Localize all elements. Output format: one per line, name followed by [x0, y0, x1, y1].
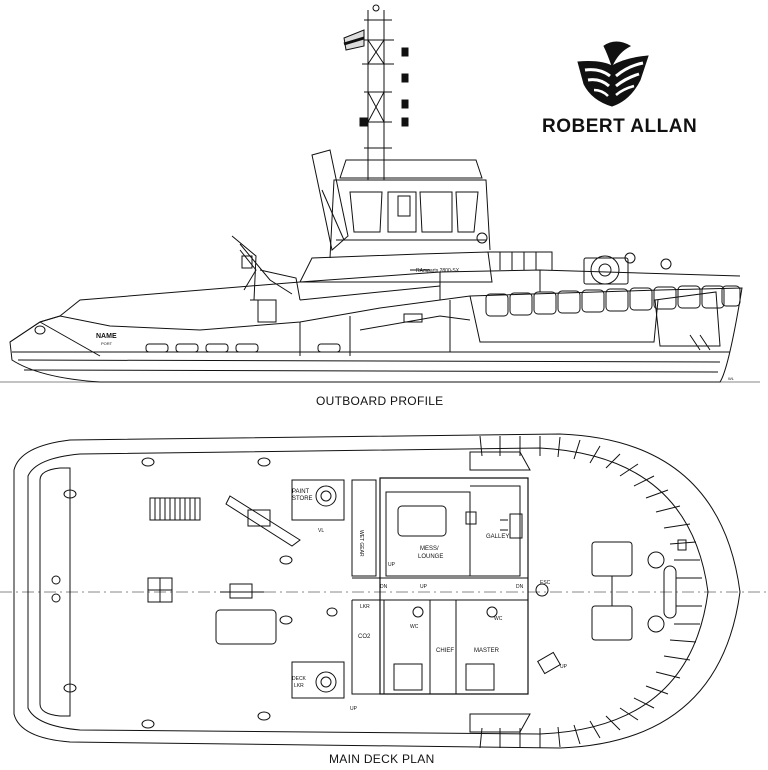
deckhouse-walls — [351, 479, 377, 577]
port-mark: PORT — [101, 341, 113, 346]
wheelhouse-windows — [349, 191, 479, 233]
hull-outline — [9, 287, 743, 383]
up-mark-4: UP — [350, 706, 358, 712]
room-co2: CO2 — [358, 634, 371, 640]
bollards — [63, 457, 549, 729]
side-fenders — [485, 285, 741, 317]
bow-winch-plan — [591, 541, 677, 641]
deckhouse — [299, 251, 493, 283]
tow-winch — [583, 252, 672, 285]
vessel-mark: RAmparts 2800-SX — [416, 268, 460, 274]
room-wc-right: WC — [494, 616, 503, 622]
up-mark-3: UP — [560, 664, 568, 670]
room-chief: CHIEF — [436, 648, 454, 654]
deck-crane-plan — [225, 495, 301, 547]
wl-mark: WL — [728, 376, 735, 381]
room-master: MASTER — [474, 648, 500, 654]
room-lkr: LKR — [360, 604, 370, 610]
room-galley: GALLEY — [486, 534, 509, 540]
hull-portholes — [145, 343, 341, 353]
mast — [359, 4, 409, 180]
up-mark-2: UP — [420, 584, 428, 590]
deck-outline — [13, 433, 741, 749]
main-deck-plan-caption: MAIN DECK PLAN — [329, 752, 435, 766]
room-wc-left: WC — [410, 624, 419, 630]
bow-fenders — [479, 435, 702, 749]
room-mess-lounge: MESS/ — [420, 546, 439, 552]
robert-allan-ship-logo-icon — [577, 41, 649, 107]
room-wet-gear: WET GEAR — [358, 530, 364, 557]
room-paint-store-2: STORE — [292, 496, 313, 502]
outboard-profile-caption: OUTBOARD PROFILE — [316, 394, 444, 408]
room-mess-lounge-2: LOUNGE — [418, 554, 443, 560]
name-mark: NAME — [96, 333, 117, 340]
up-mark-1: UP — [388, 562, 396, 568]
outboard-profile-view: NAME PORT RAmparts 2800-SX WL — [0, 4, 760, 383]
vl-mark: VL — [318, 528, 324, 534]
deck-crane — [231, 235, 301, 301]
room-deck-lkr-2: LKR — [294, 683, 304, 689]
dn-mark-1: DN — [380, 584, 388, 590]
main-deck-plan-view: PAINT STORE MESS/ LOUNGE GALLEY WET GEAR… — [0, 433, 768, 749]
room-deck-lkr: DECK — [292, 676, 307, 682]
flag-icon — [343, 29, 365, 51]
esc-mark: ESC — [540, 580, 551, 586]
brand-name: ROBERT ALLAN — [542, 116, 698, 137]
room-paint-store: PAINT — [292, 489, 310, 495]
dn-mark-2: DN — [516, 584, 524, 590]
